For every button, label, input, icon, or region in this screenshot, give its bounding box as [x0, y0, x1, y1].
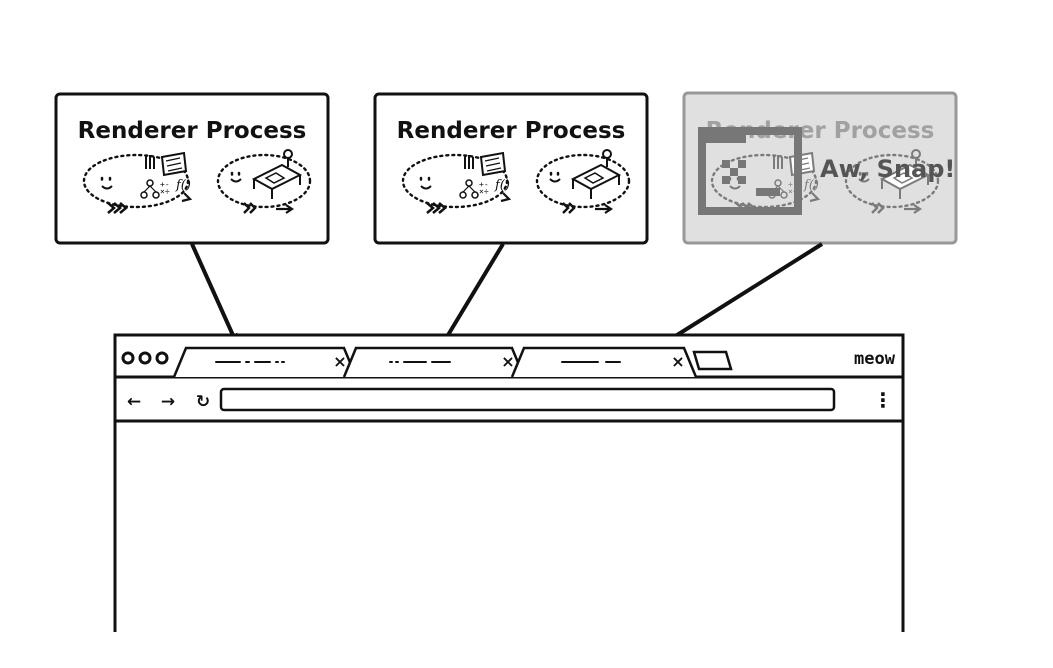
tab-close-icon[interactable]: ×	[333, 352, 346, 371]
menu-icon[interactable]: ⋮	[873, 388, 893, 412]
arrow-process-1-to-tab-1	[190, 243, 238, 344]
reload-icon[interactable]: ↻	[196, 392, 210, 412]
tab-close-icon[interactable]: ×	[671, 352, 684, 371]
minimize-window-icon[interactable]	[138, 351, 152, 365]
arrow-process-2-to-tab-2	[440, 242, 505, 347]
arrow-process-3-to-tab-3	[656, 242, 824, 349]
browser-window: × × × meow ← → ↻ ⋮	[113, 333, 905, 632]
back-icon[interactable]: ←	[127, 392, 141, 412]
page-content-area[interactable]	[118, 424, 900, 632]
renderer-process-box-2: Renderer Process	[373, 92, 649, 245]
renderer-process-box-crashed: Renderer Process Aw, Snap!	[682, 91, 958, 245]
new-tab-button[interactable]	[692, 350, 733, 371]
forward-icon[interactable]: →	[161, 392, 175, 412]
window-controls[interactable]	[121, 351, 169, 365]
address-bar[interactable]	[219, 387, 836, 412]
close-window-icon[interactable]	[121, 351, 135, 365]
renderer-process-box-1: Renderer Process	[54, 92, 330, 245]
tab-2[interactable]: ×	[342, 346, 526, 378]
maximize-window-icon[interactable]	[155, 351, 169, 365]
process-title: Renderer Process	[78, 118, 307, 144]
process-title: Renderer Process	[397, 118, 626, 144]
tab-1[interactable]: ×	[172, 346, 358, 378]
tab-3[interactable]: ×	[510, 346, 698, 378]
browser-brand-label: meow	[854, 349, 896, 369]
crash-message: Aw, Snap!	[820, 155, 955, 183]
sad-tab-icon	[698, 127, 802, 215]
tab-close-icon[interactable]: ×	[501, 352, 514, 371]
